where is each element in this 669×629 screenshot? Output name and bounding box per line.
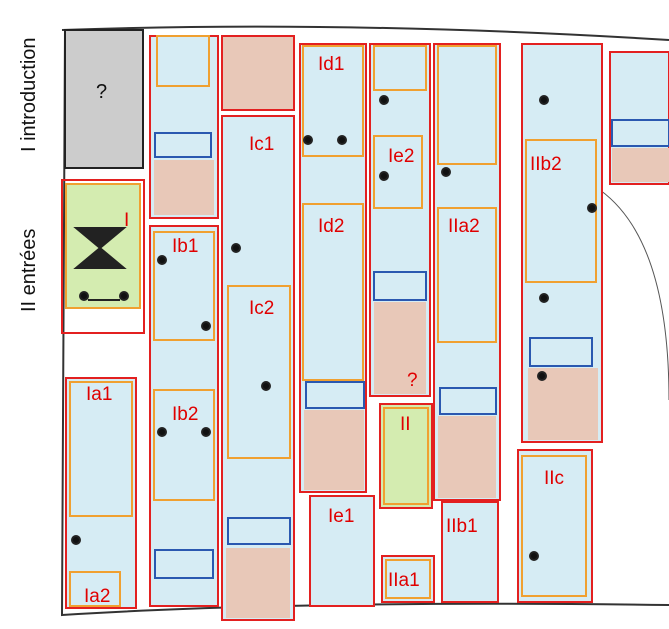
entry-IIa1-label: IIa1 — [388, 570, 420, 591]
entry-IIc-label: IIc — [544, 468, 564, 489]
section-label-entries: II entrées — [18, 229, 41, 312]
entry-Ie2-label: Ie2 — [388, 146, 414, 167]
entry-Ib1-label: Ib1 — [172, 236, 198, 257]
col3-top-box — [222, 36, 294, 110]
col5-pink-area — [374, 302, 426, 394]
entry-Ib2-label: Ib2 — [172, 404, 198, 425]
entry-IIb1-label: IIb1 — [446, 516, 478, 537]
intro-unknown-mark: ? — [96, 81, 107, 103]
entry-IIa2-label: IIa2 — [448, 216, 480, 237]
entry-Ic2-label: Ic2 — [249, 298, 274, 319]
entry-Id2-label: Id2 — [318, 216, 344, 237]
entry-IIb2-label: IIb2 — [530, 154, 562, 175]
entry-II-label: II — [400, 414, 411, 435]
entry-Id1-label: Id1 — [318, 54, 344, 75]
entry-Ie1-label: Ie1 — [328, 506, 354, 527]
entry-Ic1-label: Ic1 — [249, 134, 274, 155]
col4-pink-area — [304, 410, 364, 490]
entry-Ia1-label: Ia1 — [86, 384, 112, 405]
col2-pink-area — [154, 160, 214, 215]
section-label-intro: I introduction — [18, 37, 41, 152]
mid-unknown-label: ? — [407, 370, 418, 391]
entry-Ia2-label: Ia2 — [84, 586, 110, 607]
entry-Ia-box-red — [66, 378, 136, 608]
col8-pink-area — [612, 148, 669, 182]
col6-pink-area — [438, 416, 496, 498]
tablet-right-edge — [600, 190, 669, 400]
col3-pink-bottom — [226, 548, 290, 618]
